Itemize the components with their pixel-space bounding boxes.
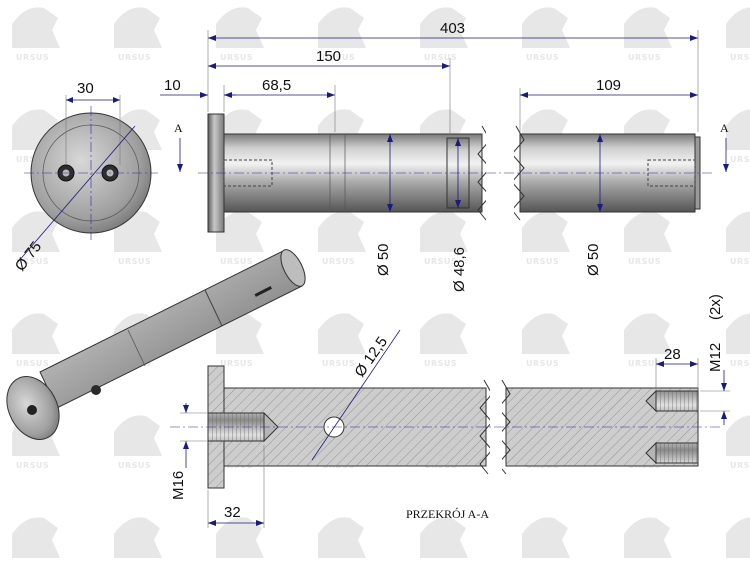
watermark-bear-icon — [522, 517, 570, 558]
watermark-bear-icon — [318, 211, 366, 252]
watermark-text: URSUS — [526, 359, 559, 368]
section-caption: PRZEKRÓJ A-A — [406, 507, 489, 521]
watermark-text: URSUS — [424, 359, 457, 368]
watermark-bear-icon — [12, 211, 60, 252]
watermark-layer: URSUS URSUS URSUS URSUS URSUS URSUS URSUS URSUS… — [12, 7, 750, 558]
watermark-text: URSUS — [220, 53, 253, 62]
watermark-text: URSUS — [730, 359, 750, 368]
watermark-bear-icon — [726, 517, 750, 558]
watermark-bear-icon — [726, 415, 750, 456]
thread-m12-top — [655, 390, 699, 412]
watermark-text: URSUS — [526, 257, 559, 266]
watermark-text: URSUS — [220, 257, 253, 266]
watermark-bear-icon — [522, 7, 570, 48]
watermark-text: URSUS — [16, 359, 49, 368]
dim-2x-label: (2x) — [707, 294, 724, 320]
watermark-text: URSUS — [220, 359, 253, 368]
watermark-text: URSUS — [730, 461, 750, 470]
isometric-view — [6, 249, 306, 440]
watermark-text: URSUS — [118, 257, 151, 266]
dim-line-d12-5 — [311, 329, 401, 461]
watermark-bear-icon — [216, 211, 264, 252]
watermark-bear-icon — [318, 7, 366, 48]
watermark-bear-icon — [624, 211, 672, 252]
watermark-bear-icon — [114, 7, 162, 48]
dim-28-label: 28 — [664, 346, 681, 363]
watermark-bear-icon — [216, 517, 264, 558]
thread-m12-bottom — [655, 442, 699, 464]
watermark-bear-icon — [420, 313, 468, 354]
watermark-text: URSUS — [118, 53, 151, 62]
dim-10-label: 10 — [164, 77, 181, 94]
watermark-bear-icon — [318, 313, 366, 354]
break-gap — [486, 120, 514, 224]
shaft-left-segment — [223, 133, 483, 213]
watermark-bear-icon — [114, 517, 162, 558]
watermark-bear-icon — [114, 415, 162, 456]
pin-head-bore — [27, 405, 37, 415]
thread-m16 — [207, 412, 265, 442]
watermark-text: URSUS — [16, 257, 49, 266]
watermark-bear-icon — [624, 517, 672, 558]
watermark-text: URSUS — [322, 53, 355, 62]
watermark-text: URSUS — [424, 257, 457, 266]
dim-d50-left-label: Ø 50 — [375, 243, 392, 276]
watermark-bear-icon — [726, 109, 750, 150]
watermark-text: URSUS — [16, 461, 49, 470]
watermark-text: URSUS — [322, 257, 355, 266]
watermark-bear-icon — [216, 7, 264, 48]
section-break-gap — [490, 382, 502, 474]
watermark-text: URSUS — [628, 257, 661, 266]
section-mark-left: A — [174, 121, 183, 135]
dim-68-5-label: 68,5 — [262, 77, 291, 94]
dim-line-d75 — [17, 125, 136, 263]
watermark-text: URSUS — [16, 53, 49, 62]
pin-body — [39, 249, 303, 409]
watermark-bear-icon — [420, 517, 468, 558]
watermark-bear-icon — [522, 211, 570, 252]
watermark-text: URSUS — [322, 359, 355, 368]
dim-m12-label: M12 — [707, 343, 724, 372]
watermark-bear-icon — [624, 7, 672, 48]
watermark-text: URSUS — [526, 53, 559, 62]
watermark-text: URSUS — [424, 53, 457, 62]
dim-30-label: 30 — [77, 80, 94, 97]
pin-cross-hole — [91, 385, 101, 395]
watermark-text: URSUS — [628, 359, 661, 368]
watermark-bear-icon — [624, 313, 672, 354]
side-view: 403 150 10 68,5 109 Ø 50 Ø 48,6 Ø 5 — [160, 20, 729, 292]
watermark-text: URSUS — [730, 155, 750, 164]
pin-end-face — [280, 249, 306, 287]
dim-d50-right-label: Ø 50 — [585, 243, 602, 276]
dim-403-label: 403 — [440, 20, 465, 37]
watermark-text: URSUS — [730, 53, 750, 62]
watermark-text: URSUS — [118, 461, 151, 470]
dim-150-label: 150 — [316, 48, 341, 65]
watermark-bear-icon — [12, 7, 60, 48]
watermark-bear-icon — [726, 211, 750, 252]
dim-109-label: 109 — [596, 77, 621, 94]
watermark-bear-icon — [318, 517, 366, 558]
watermark-bear-icon — [12, 517, 60, 558]
watermark-bear-icon — [420, 211, 468, 252]
watermark-bear-icon — [726, 313, 750, 354]
watermark-text: URSUS — [628, 53, 661, 62]
dim-m16-label: M16 — [170, 471, 187, 500]
watermark-bear-icon — [726, 7, 750, 48]
watermark-bear-icon — [522, 313, 570, 354]
watermark-bear-icon — [12, 313, 60, 354]
watermark-text: URSUS — [730, 257, 750, 266]
section-view: Ø 12,5 M16 32 28 M12 (2x) PRZEKRÓJ A — [170, 294, 730, 528]
dim-d48-6-label: Ø 48,6 — [451, 247, 468, 292]
section-mark-right: A — [720, 121, 729, 135]
dim-32-label: 32 — [224, 504, 241, 521]
watermark-bear-icon — [216, 313, 264, 354]
